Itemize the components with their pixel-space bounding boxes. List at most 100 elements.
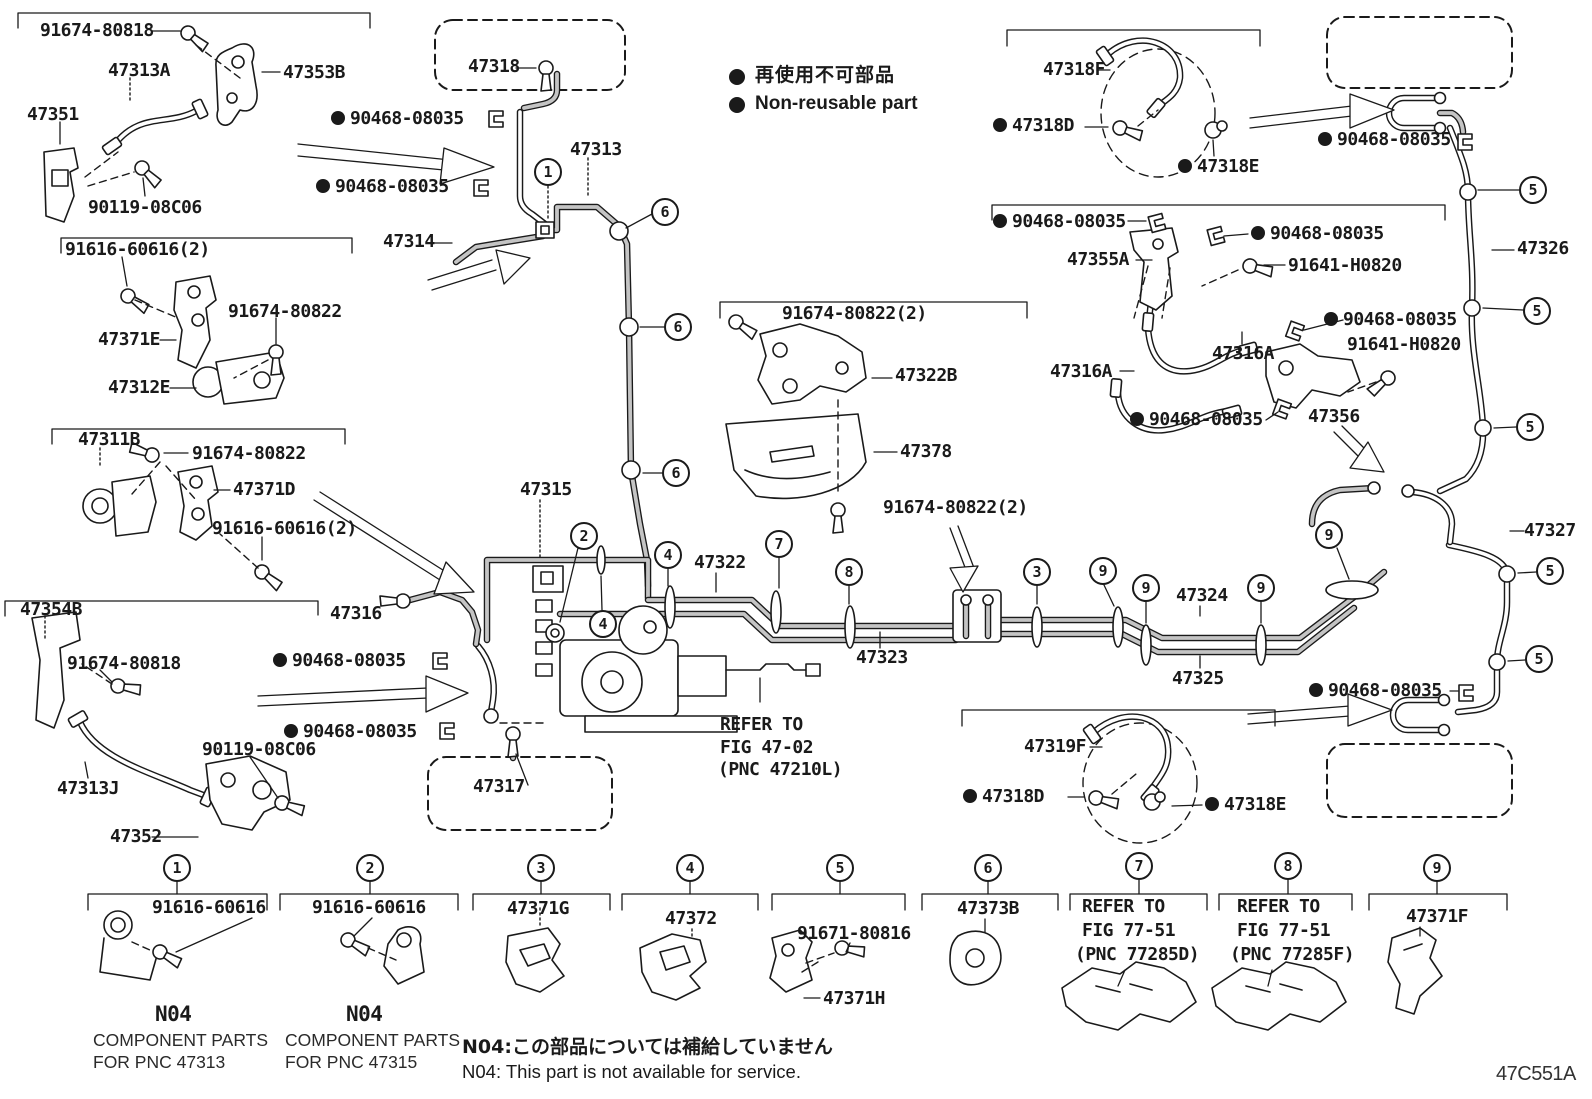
part-label-47355A: 47355A bbox=[1067, 249, 1130, 270]
part-label-47371F: 47371F bbox=[1406, 906, 1469, 927]
part-label-90119-08C06: 90119-08C06 bbox=[202, 739, 316, 760]
part-label-90468-08035: 90468-08035 bbox=[1318, 131, 1451, 149]
legend-jp: 再使用不可部品 bbox=[755, 64, 896, 86]
bottom-callout-8: 8 bbox=[1274, 852, 1302, 880]
part-label-47372: 47372 bbox=[665, 908, 717, 929]
part-label-90468-08035: 90468-08035 bbox=[1324, 311, 1457, 329]
refer-fig7751d-line2: FIG 77-51 bbox=[1082, 920, 1176, 941]
part-label-47318E: 47318E bbox=[1205, 796, 1287, 814]
part-label-47313J: 47313J bbox=[57, 778, 120, 799]
callout-7: 7 bbox=[765, 530, 793, 558]
component-note-line1: COMPONENT PARTS bbox=[93, 1030, 269, 1050]
part-label-47351: 47351 bbox=[27, 104, 79, 125]
callout-9: 9 bbox=[1315, 521, 1343, 549]
part-label-47318E: 47318E bbox=[1178, 158, 1260, 176]
diagram-code: 47C551A bbox=[1496, 1063, 1576, 1085]
part-label-47323: 47323 bbox=[856, 647, 908, 668]
bottom-callout-4: 4 bbox=[676, 854, 704, 882]
callout-5: 5 bbox=[1519, 176, 1547, 204]
part-label-91616-60616-2: 91616-60616(2) bbox=[65, 239, 210, 260]
part-label-91616-60616: 91616-60616 bbox=[312, 897, 426, 918]
part-label-47352: 47352 bbox=[110, 826, 162, 847]
part-label-90468-08035: 90468-08035 bbox=[1309, 682, 1442, 700]
part-label-90468-08035: 90468-08035 bbox=[284, 723, 417, 741]
note-code-n04: N04 bbox=[155, 1002, 192, 1026]
part-label-47325: 47325 bbox=[1172, 668, 1224, 689]
callout-3: 3 bbox=[1023, 558, 1051, 586]
refer-note-line3: (PNC 47210L) bbox=[718, 759, 843, 780]
legend-en: Non-reusable part bbox=[755, 93, 918, 114]
part-label-90468-08035: 90468-08035 bbox=[316, 178, 449, 196]
footnote-en: N04: This part is not available for serv… bbox=[462, 1061, 801, 1082]
part-label-47316A: 47316A bbox=[1050, 361, 1113, 382]
part-label-90119-08C06: 90119-08C06 bbox=[88, 197, 202, 218]
callout-9: 9 bbox=[1089, 557, 1117, 585]
bottom-callout-6: 6 bbox=[974, 854, 1002, 882]
refer-fig7751f-line2: FIG 77-51 bbox=[1237, 920, 1331, 941]
callout-9: 9 bbox=[1247, 574, 1275, 602]
legend-bullets-icon bbox=[729, 69, 745, 113]
callout-1: 1 bbox=[534, 158, 562, 186]
bottom-callout-7: 7 bbox=[1125, 852, 1153, 880]
part-label-47356: 47356 bbox=[1308, 406, 1360, 427]
part-label-47371H: 47371H bbox=[823, 988, 886, 1009]
part-label-90468-08035: 90468-08035 bbox=[331, 110, 464, 128]
callout-4: 4 bbox=[589, 610, 617, 638]
part-label-47313: 47313 bbox=[570, 139, 622, 160]
part-label-91674-80822-2: 91674-80822(2) bbox=[883, 497, 1028, 518]
part-label-47313A: 47313A bbox=[108, 60, 171, 81]
part-label-47311B: 47311B bbox=[78, 429, 141, 450]
component-note-line2: FOR PNC 47315 bbox=[285, 1052, 418, 1072]
part-label-47322: 47322 bbox=[694, 552, 746, 573]
part-label-47319F: 47319F bbox=[1024, 736, 1087, 757]
bottom-callout-9: 9 bbox=[1423, 854, 1451, 882]
part-label-91674-80822: 91674-80822 bbox=[192, 443, 306, 464]
part-label-91674-80818: 91674-80818 bbox=[40, 20, 154, 41]
part-label-91616-60616-2: 91616-60616(2) bbox=[212, 518, 357, 539]
callout-8: 8 bbox=[835, 558, 863, 586]
part-label-47318: 47318 bbox=[468, 56, 520, 77]
part-label-47316: 47316 bbox=[330, 603, 382, 624]
callout-6: 6 bbox=[662, 459, 690, 487]
callout-5: 5 bbox=[1525, 645, 1553, 673]
callout-9: 9 bbox=[1132, 574, 1160, 602]
part-label-90468-08035: 90468-08035 bbox=[273, 652, 406, 670]
refer-fig7751f-line1: REFER TO bbox=[1237, 896, 1320, 917]
callout-6: 6 bbox=[664, 313, 692, 341]
part-label-90468-08035: 90468-08035 bbox=[993, 213, 1126, 231]
refer-fig7751f-line3: (PNC 77285F) bbox=[1230, 944, 1355, 965]
part-label-47312E: 47312E bbox=[108, 377, 171, 398]
callout-5: 5 bbox=[1536, 557, 1564, 585]
part-label-91616-60616: 91616-60616 bbox=[152, 897, 266, 918]
refer-fig7751d-line1: REFER TO bbox=[1082, 896, 1165, 917]
callout-5: 5 bbox=[1523, 297, 1551, 325]
component-note-line2: FOR PNC 47313 bbox=[93, 1052, 226, 1072]
part-label-91674-80822-2: 91674-80822(2) bbox=[782, 303, 927, 324]
part-label-47318F: 47318F bbox=[1043, 59, 1106, 80]
part-label-91671-80816: 91671-80816 bbox=[797, 923, 911, 944]
callout-2: 2 bbox=[570, 522, 598, 550]
part-label-47318D: 47318D bbox=[963, 788, 1045, 806]
part-label-47371E: 47371E bbox=[98, 329, 161, 350]
part-label-90468-08035: 90468-08035 bbox=[1251, 225, 1384, 243]
callout-6: 6 bbox=[651, 198, 679, 226]
part-label-47373B: 47373B bbox=[957, 898, 1020, 919]
part-label-47353B: 47353B bbox=[283, 62, 346, 83]
bottom-callout-5: 5 bbox=[826, 854, 854, 882]
footnote-jp: N04:この部品については補給していません bbox=[462, 1036, 833, 1058]
part-label-47316A: 47316A bbox=[1212, 343, 1275, 364]
bottom-callout-1: 1 bbox=[163, 854, 191, 882]
bottom-callout-2: 2 bbox=[356, 854, 384, 882]
part-label-47371G: 47371G bbox=[507, 898, 570, 919]
component-note-line1: COMPONENT PARTS bbox=[285, 1030, 461, 1050]
bottom-callout-3: 3 bbox=[527, 854, 555, 882]
note-code-n04: N04 bbox=[346, 1002, 383, 1026]
part-label-47354B: 47354B bbox=[20, 599, 83, 620]
part-label-47317: 47317 bbox=[473, 776, 525, 797]
part-label-47315: 47315 bbox=[520, 479, 572, 500]
refer-note-line2: FIG 47-02 bbox=[720, 737, 814, 758]
callout-5: 5 bbox=[1516, 413, 1544, 441]
part-label-90468-08035: 90468-08035 bbox=[1130, 411, 1263, 429]
part-label-47324: 47324 bbox=[1176, 585, 1228, 606]
